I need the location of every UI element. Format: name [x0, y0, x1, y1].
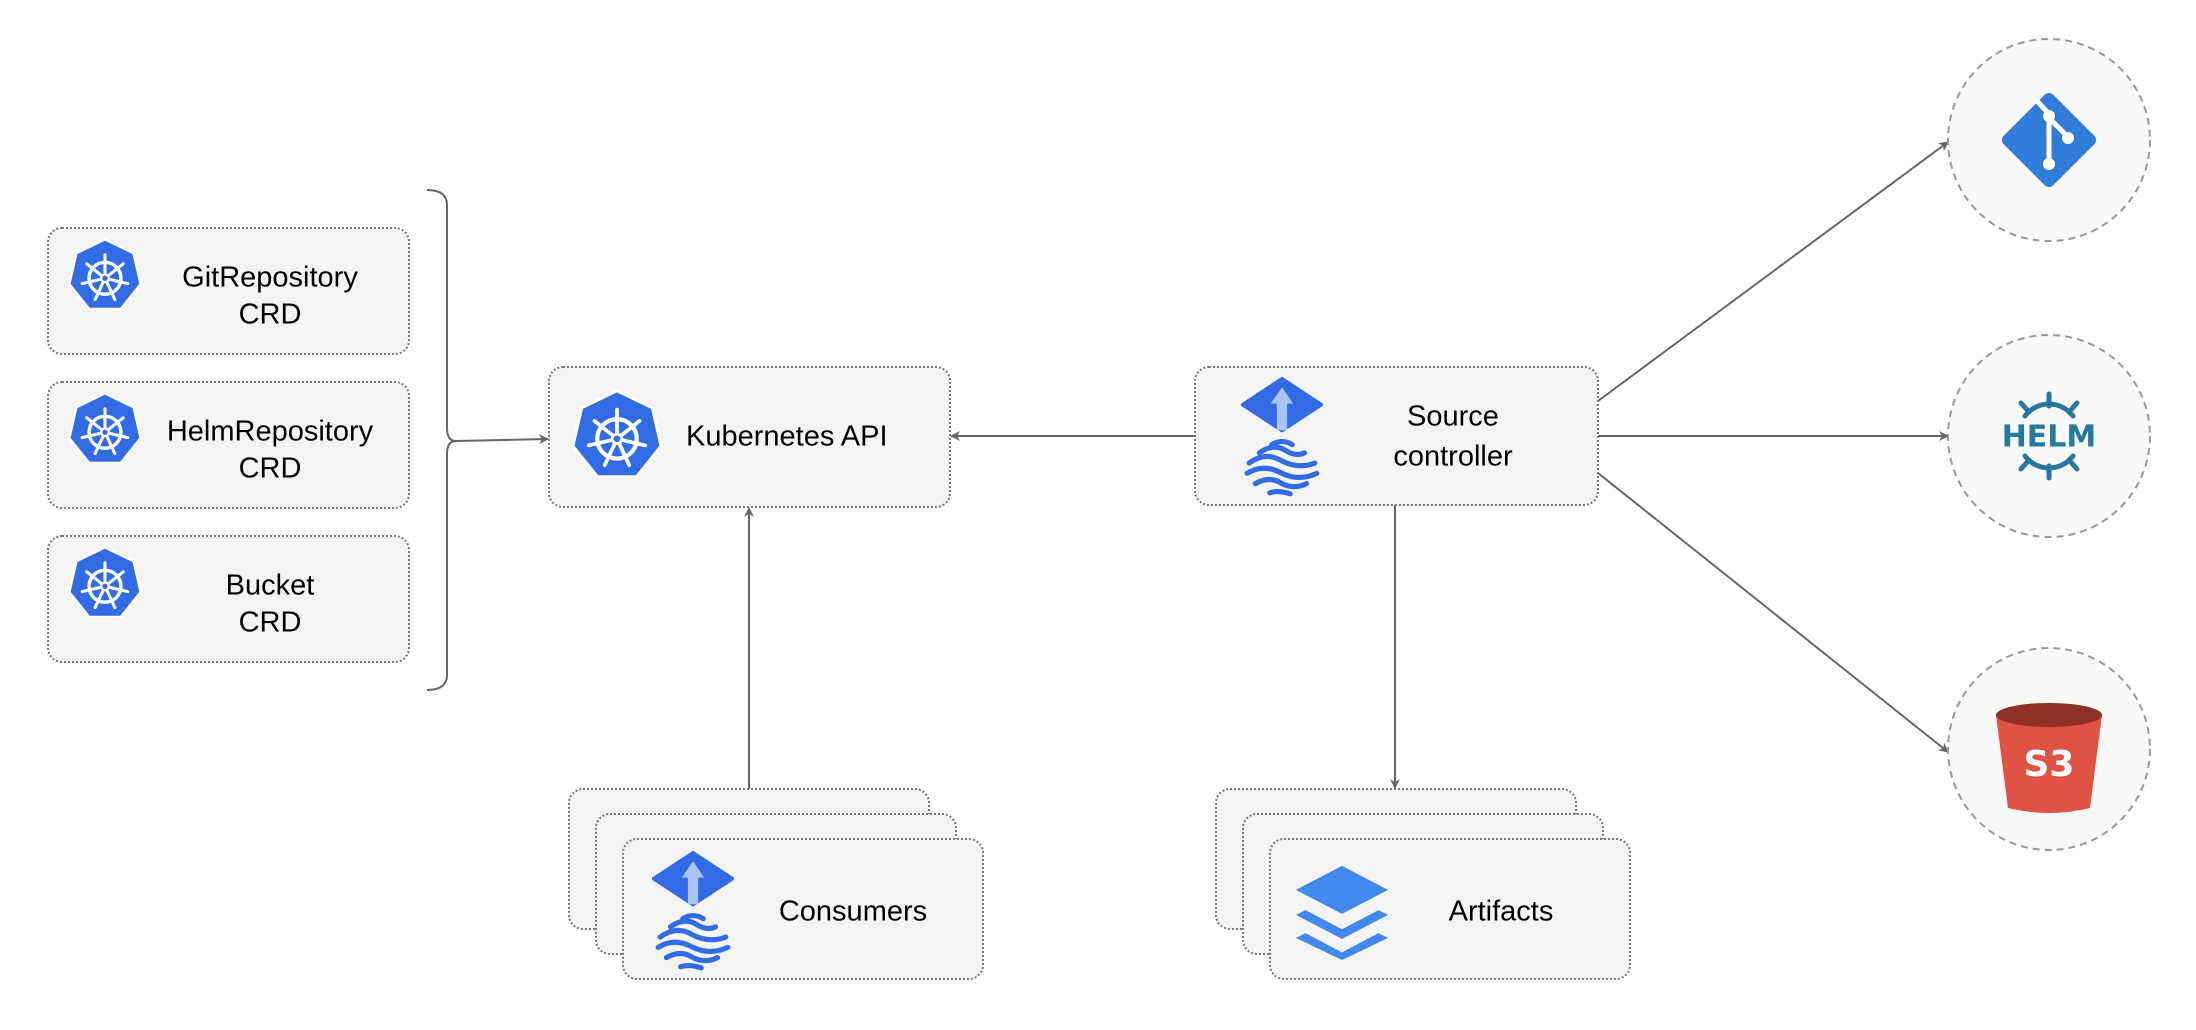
crd-label: CRD — [239, 299, 302, 331]
crd-label: HelmRepository — [167, 416, 374, 448]
edge-source-controller-to-git — [1597, 141, 1949, 402]
git-source[interactable] — [1947, 38, 2151, 242]
edge-source-controller-to-s3 — [1597, 472, 1949, 753]
crd-label: CRD — [239, 453, 302, 485]
kubernetes-api-label: Kubernetes API — [686, 421, 888, 453]
edges — [426, 141, 1949, 789]
crd-git-repository[interactable]: GitRepository CRD — [47, 227, 410, 355]
source-controller-label: Source — [1407, 401, 1499, 433]
consumers-label: Consumers — [779, 896, 927, 928]
helm-source[interactable]: HELM — [1947, 334, 2151, 538]
artifacts-label: Artifacts — [1449, 896, 1554, 928]
crd-brace — [426, 189, 457, 691]
source-controller-node[interactable]: Source controller — [1194, 366, 1599, 506]
crd-helm-repository[interactable]: HelmRepository CRD — [47, 381, 410, 509]
s3-bucket-icon: S3 — [1996, 703, 2102, 813]
crd-bucket[interactable]: Bucket CRD — [47, 535, 410, 663]
s3-source[interactable]: S3 — [1947, 647, 2151, 851]
artifacts-node[interactable]: Artifacts — [1215, 788, 1631, 980]
kubernetes-api-node[interactable]: Kubernetes API — [548, 366, 951, 508]
crd-label: CRD — [239, 607, 302, 639]
s3-logo-text: S3 — [2024, 744, 2075, 785]
source-controller-label: controller — [1393, 441, 1513, 473]
consumers-node[interactable]: Consumers — [568, 788, 984, 980]
helm-logo-text: HELM — [2002, 420, 2097, 455]
crd-label: Bucket — [226, 570, 315, 602]
crd-label: GitRepository — [182, 262, 358, 294]
edge-crds-to-kubernetes-api — [455, 434, 549, 445]
